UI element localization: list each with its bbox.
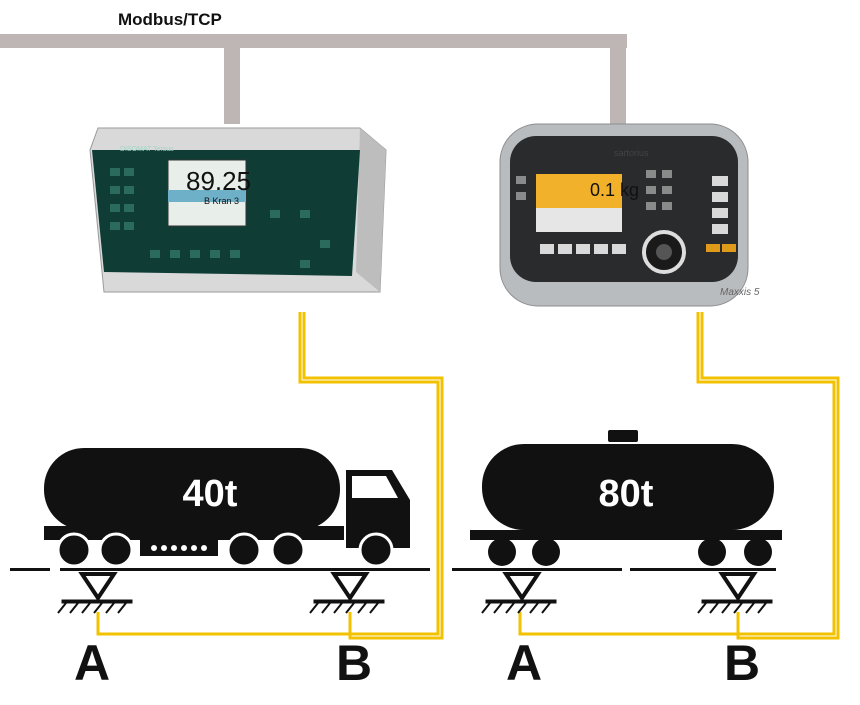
ground-line-right bbox=[452, 568, 776, 571]
network-label: Modbus/TCP bbox=[118, 10, 222, 29]
ground-line-left bbox=[10, 568, 430, 571]
sartorius-indicator bbox=[499, 123, 749, 307]
truck-vehicle bbox=[44, 448, 410, 568]
truck-point-b-label: B bbox=[336, 635, 373, 691]
support-truck-b bbox=[309, 572, 385, 614]
support-railcar-b bbox=[697, 572, 773, 614]
sartorius-model-label: Maxxis 5 bbox=[720, 287, 760, 298]
disomat-brand-label: DISOMAT Tersus bbox=[120, 146, 174, 153]
truck-load-label: 40t bbox=[182, 473, 238, 515]
railcar-point-b-label: B bbox=[724, 635, 761, 691]
disomat-display-value: 89.25 bbox=[186, 166, 252, 196]
modbus-network-bus bbox=[0, 34, 627, 126]
railcar-vehicle bbox=[470, 430, 782, 566]
support-railcar-a bbox=[481, 572, 557, 614]
disomat-display-line: B Kran 3 bbox=[204, 196, 240, 206]
railcar-load-label: 80t bbox=[598, 473, 654, 515]
signal-cables bbox=[96, 312, 840, 640]
truck-point-a-label: A bbox=[74, 635, 111, 691]
sartorius-brand-label: sartorius bbox=[614, 148, 649, 158]
support-truck-a bbox=[57, 572, 133, 614]
sartorius-display-value: 0.1 kg bbox=[590, 180, 640, 200]
railcar-point-a-label: A bbox=[506, 635, 543, 691]
disomat-controller bbox=[89, 127, 387, 293]
